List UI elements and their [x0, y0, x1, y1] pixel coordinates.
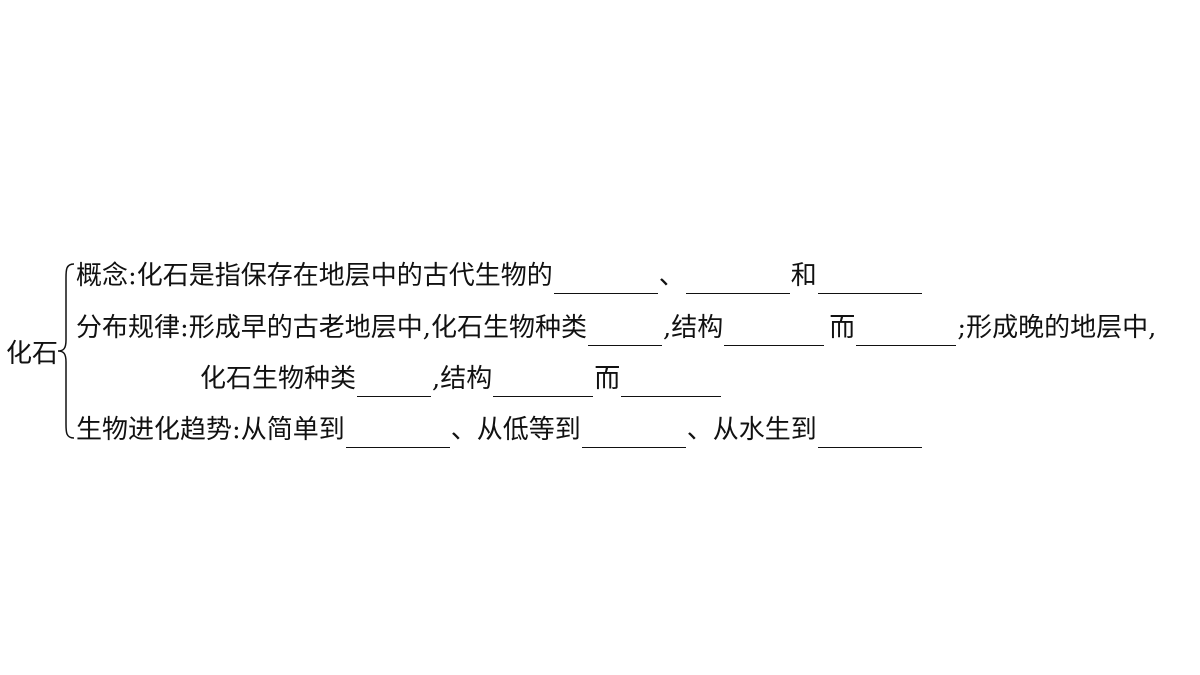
trend-line: 生物进化趋势:从简单到 、从低等到 、从水生到 [76, 412, 923, 448]
blank-field[interactable] [345, 417, 450, 448]
concept-label: 概念:化石是指保存在地层中的古代生物的 [76, 261, 553, 291]
left-brace [57, 263, 75, 439]
blank-field[interactable] [724, 315, 825, 346]
blank-field[interactable] [493, 366, 594, 397]
blank-field[interactable] [588, 315, 663, 346]
blank-field[interactable] [817, 417, 922, 448]
blank-field[interactable] [817, 263, 922, 294]
trend-separator: 、从水生到 [686, 415, 817, 445]
concept-line: 概念:化石是指保存在地层中的古代生物的 、 和 [76, 258, 923, 294]
blank-field[interactable] [553, 263, 658, 294]
connector-word: 而 [594, 364, 621, 394]
topic-label: 化石 [6, 339, 59, 369]
species-text: 化石生物种类 [200, 364, 357, 394]
trend-label: 生物进化趋势:从简单到 [76, 415, 345, 445]
connector-word: 而 [829, 313, 856, 343]
distribution-line-2: 化石生物种类 ,结构 而 [200, 361, 722, 397]
blank-field[interactable] [685, 263, 790, 294]
late-layer-text: ;形成晚的地层中, [957, 313, 1157, 343]
structure-text: ,结构 [663, 313, 724, 343]
blank-field[interactable] [856, 315, 957, 346]
trend-separator: 、从低等到 [450, 415, 581, 445]
connector-word: 和 [790, 261, 817, 291]
distribution-line: 分布规律:形成早的古老地层中,化石生物种类 ,结构 而 ;形成晚的地层中, [76, 310, 1156, 346]
blank-field[interactable] [357, 366, 432, 397]
distribution-label: 分布规律:形成早的古老地层中,化石生物种类 [76, 313, 588, 343]
blank-field[interactable] [621, 366, 722, 397]
separator: 、 [658, 261, 685, 291]
blank-field[interactable] [581, 417, 686, 448]
structure-text: ,结构 [432, 364, 493, 394]
